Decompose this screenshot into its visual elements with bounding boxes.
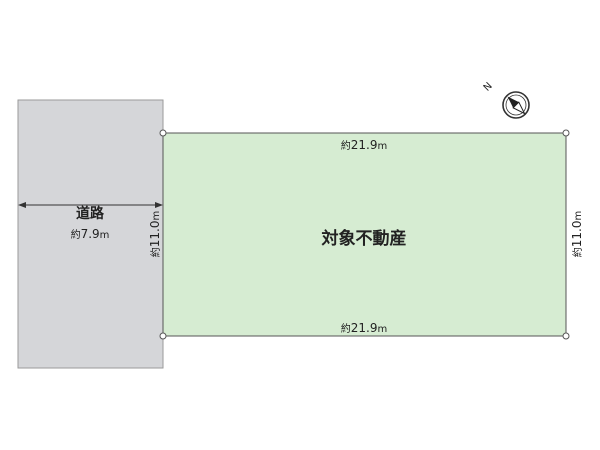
north-letter: N bbox=[482, 81, 495, 94]
road-width-dimension bbox=[18, 202, 163, 208]
road-area bbox=[17, 99, 164, 369]
left-depth-label: 約11.0m bbox=[148, 211, 162, 257]
corner-marker bbox=[562, 332, 570, 340]
right-depth-label: 約11.0m bbox=[570, 211, 584, 257]
svg-text:約11.0m: 約11.0m bbox=[148, 211, 162, 257]
corner-marker bbox=[159, 332, 167, 340]
property-label: 対象不動産 bbox=[321, 228, 407, 249]
svg-text:約11.0m: 約11.0m bbox=[570, 211, 584, 257]
road-label: 道路 bbox=[76, 205, 105, 222]
property-lot bbox=[162, 132, 567, 337]
corner-marker bbox=[562, 129, 570, 137]
top-frontage-label: 約21.9m bbox=[341, 138, 387, 152]
bottom-frontage-label: 約21.9m bbox=[341, 321, 387, 335]
road-width-label: 約7.9m bbox=[71, 227, 110, 241]
compass-icon bbox=[502, 91, 530, 119]
corner-marker bbox=[159, 129, 167, 137]
